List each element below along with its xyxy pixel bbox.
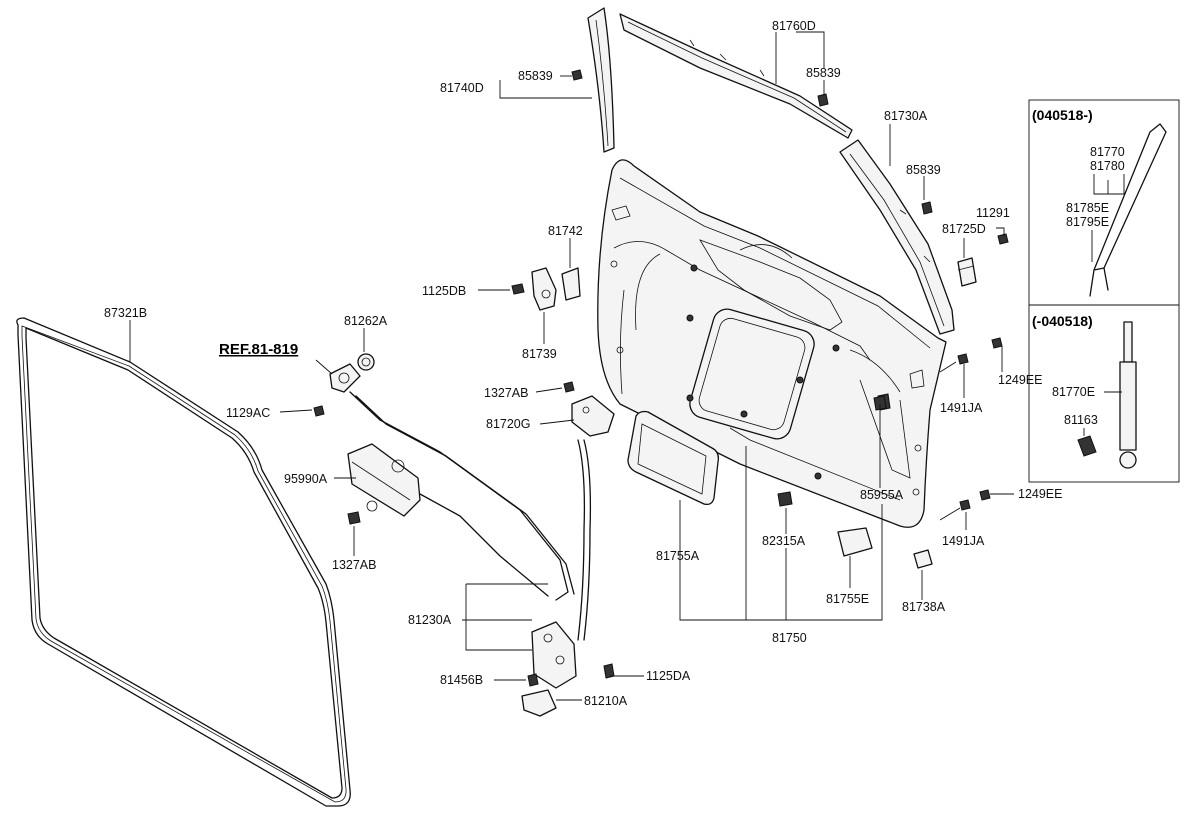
striker-81720G xyxy=(571,395,615,641)
label-81750: 81750 xyxy=(772,631,807,645)
label-81163: 81163 xyxy=(1064,413,1098,427)
latch-81230A xyxy=(531,621,577,689)
label-81785E: 81785E xyxy=(1066,201,1109,215)
label-1125DB: 1125DB xyxy=(422,284,466,298)
actuator-95990A xyxy=(347,443,549,597)
label-81760D: 81760D xyxy=(772,19,816,33)
label-82315A: 82315A xyxy=(762,534,806,548)
bracket-81739 xyxy=(531,267,557,311)
garnish-81740D xyxy=(587,7,615,153)
bolt-1125DB-icon xyxy=(511,283,525,295)
bolt-81456B-icon xyxy=(527,673,539,687)
cover-81755E xyxy=(837,527,873,557)
clip-82315A-icon xyxy=(777,491,793,507)
label-81738A: 81738A xyxy=(902,600,946,614)
label-85839-b: 85839 xyxy=(806,66,841,80)
label-1327AB-b: 1327AB xyxy=(332,558,376,572)
clip-85839-icon xyxy=(571,69,933,215)
key-cylinder-ref xyxy=(329,363,575,601)
inset-top-header: (040518-) xyxy=(1032,107,1093,123)
handle-81742 xyxy=(561,267,581,301)
label-81740D: 81740D xyxy=(440,81,484,95)
garnish-81730A xyxy=(839,139,955,335)
label-81770E: 81770E xyxy=(1052,385,1095,399)
label-81456B: 81456B xyxy=(440,673,483,687)
label-81730A: 81730A xyxy=(884,109,928,123)
label-1491JA-b: 1491JA xyxy=(942,534,985,548)
label-1327AB-a: 1327AB xyxy=(484,386,528,400)
label-81739: 81739 xyxy=(522,347,557,361)
bolt-1249EE-icon xyxy=(979,337,1003,501)
cylinder-81262A xyxy=(357,353,375,371)
leader-lines xyxy=(129,31,1125,701)
label-81795E: 81795E xyxy=(1066,215,1109,229)
label-95990A: 95990A xyxy=(284,472,328,486)
stopper-81725D xyxy=(957,233,1009,287)
label-81755A: 81755A xyxy=(656,549,700,563)
nut-1327AB-icon xyxy=(347,381,575,525)
label-85839-a: 85839 xyxy=(518,69,553,83)
part-labels: 81760D 85839 85839 81740D 81730A 85839 1… xyxy=(104,19,1125,708)
gas-strut-81770E-icon xyxy=(1119,321,1137,469)
label-81210A: 81210A xyxy=(584,694,628,708)
weatherstrip-87321B xyxy=(16,317,351,807)
label-1129AC: 1129AC xyxy=(226,406,270,420)
label-81770: 81770 xyxy=(1090,145,1125,159)
label-1125DA: 1125DA xyxy=(646,669,691,683)
reference-label: REF.81-819 xyxy=(219,341,298,358)
cap-81738A xyxy=(913,549,933,569)
label-1491JA-a: 1491JA xyxy=(940,401,983,415)
label-81230A: 81230A xyxy=(408,613,452,627)
label-85839-c: 85839 xyxy=(906,163,941,177)
label-1249EE-a: 1249EE xyxy=(998,373,1042,387)
label-81780: 81780 xyxy=(1090,159,1125,173)
gas-strut-81770-icon xyxy=(1089,123,1167,297)
bolt-81163-icon xyxy=(1077,435,1097,457)
label-87321B: 87321B xyxy=(104,306,147,320)
latch-81210A xyxy=(521,689,557,717)
label-85955A: 85955A xyxy=(860,488,904,502)
trim-insert-81755A xyxy=(627,410,720,506)
clip-1491JA-icon xyxy=(957,353,971,511)
label-81742: 81742 xyxy=(548,224,583,238)
label-11291: 11291 xyxy=(976,206,1010,220)
label-81720G: 81720G xyxy=(486,417,530,431)
screw-1129AC-icon xyxy=(313,405,325,417)
label-81262A: 81262A xyxy=(344,314,388,328)
label-81755E: 81755E xyxy=(826,592,869,606)
label-81725D: 81725D xyxy=(942,222,986,236)
label-1249EE-b: 1249EE xyxy=(1018,487,1062,501)
garnish-81760D xyxy=(619,13,853,139)
variant-inset-box xyxy=(1028,99,1180,483)
clip-85955A-icon xyxy=(873,395,887,411)
inset-bottom-header: (-040518) xyxy=(1032,313,1093,329)
